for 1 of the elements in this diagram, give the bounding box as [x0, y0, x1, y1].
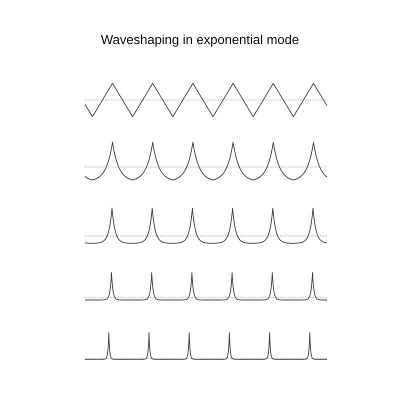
diagram-title: Waveshaping in exponential mode [100, 32, 300, 48]
